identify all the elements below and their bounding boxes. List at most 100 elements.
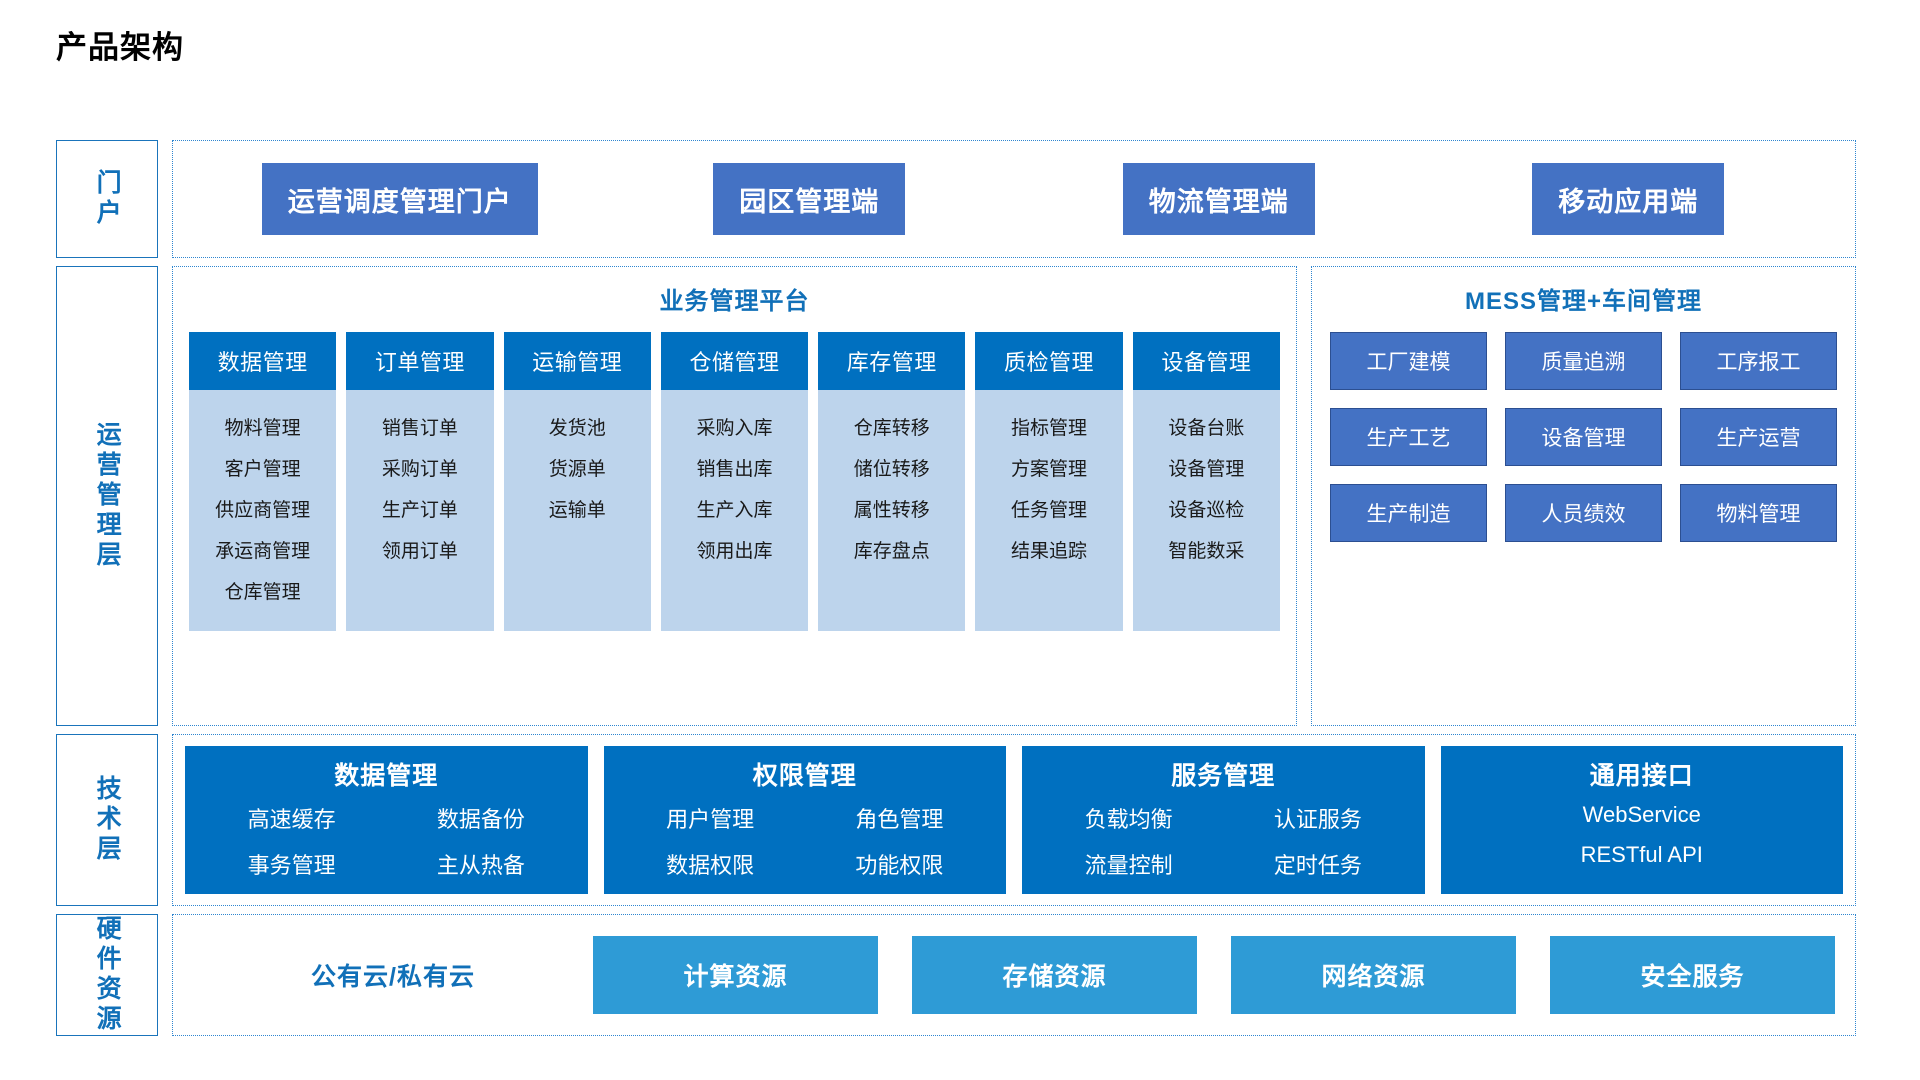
layer-label-portal-text: 门户 — [93, 169, 122, 229]
biz-column-head[interactable]: 运输管理 — [503, 332, 651, 390]
biz-item[interactable]: 运输单 — [548, 500, 606, 521]
biz-column-head[interactable]: 订单管理 — [346, 332, 494, 390]
tech-box-title: 通用接口 — [1589, 762, 1694, 790]
biz-item[interactable]: 供应商管理 — [215, 500, 311, 521]
mess-tile-personnel-performance[interactable]: 人员绩效 — [1505, 484, 1662, 542]
biz-item[interactable]: 客户管理 — [224, 459, 301, 480]
mess-tile-material-management[interactable]: 物料管理 — [1680, 484, 1837, 542]
biz-column-head[interactable]: 库存管理 — [818, 332, 966, 390]
biz-item[interactable]: 销售出库 — [696, 459, 773, 480]
biz-item[interactable]: 储位转移 — [853, 459, 930, 480]
tech-item[interactable]: WebService — [1582, 802, 1701, 827]
hardware-tile-network[interactable]: 网络资源 — [1231, 936, 1516, 1014]
biz-item[interactable]: 生产订单 — [381, 500, 458, 521]
tech-item[interactable]: 流量控制 — [1084, 853, 1173, 878]
biz-item[interactable]: 采购入库 — [696, 418, 773, 439]
tech-item[interactable]: 功能权限 — [855, 853, 944, 878]
biz-item[interactable]: 货源单 — [548, 459, 606, 480]
tech-box-common-interface[interactable]: 通用接口 WebService RESTful API — [1440, 746, 1843, 894]
portal-item-park[interactable]: 园区管理端 — [713, 163, 906, 235]
tech-box-service-management[interactable]: 服务管理 负载均衡 认证服务 流量控制 定时任务 — [1022, 746, 1425, 894]
biz-item[interactable]: 生产入库 — [696, 500, 773, 521]
tech-box-permission-management[interactable]: 权限管理 用户管理 角色管理 数据权限 功能权限 — [603, 746, 1006, 894]
biz-item[interactable]: 发货池 — [548, 418, 606, 439]
page-title: 产品架构 — [56, 30, 184, 65]
mess-tile-production-process[interactable]: 生产工艺 — [1330, 408, 1487, 466]
biz-column-head[interactable]: 设备管理 — [1132, 332, 1280, 390]
biz-column-head[interactable]: 数据管理 — [189, 332, 337, 390]
biz-item[interactable]: 领用出库 — [696, 541, 773, 562]
mess-tile-production-operations[interactable]: 生产运营 — [1680, 408, 1837, 466]
layer-label-operations: 运营管理层 — [56, 266, 158, 726]
portal-slot: 物流管理端 — [1014, 163, 1424, 235]
biz-item[interactable]: 领用订单 — [381, 541, 458, 562]
tech-box-data-management[interactable]: 数据管理 高速缓存 数据备份 事务管理 主从热备 — [185, 746, 588, 894]
biz-item[interactable]: 属性转移 — [853, 500, 930, 521]
biz-item[interactable]: 设备管理 — [1168, 459, 1245, 480]
tech-item[interactable]: 主从热备 — [436, 853, 525, 878]
mess-tile-factory-modeling[interactable]: 工厂建模 — [1330, 332, 1487, 390]
tech-item[interactable]: 负载均衡 — [1084, 807, 1173, 832]
biz-item[interactable]: 设备台账 — [1168, 418, 1245, 439]
biz-column-quality: 质检管理 指标管理 方案管理 任务管理 结果追踪 — [975, 332, 1123, 631]
portal-item-logistics[interactable]: 物流管理端 — [1122, 163, 1315, 235]
portal-container: 运营调度管理门户 园区管理端 物流管理端 移动应用端 — [172, 140, 1856, 258]
layer-hardware: 硬件资源 公有云/私有云 计算资源 存储资源 网络资源 安全服务 — [56, 914, 1856, 1036]
biz-column-body: 设备台账 设备管理 设备巡检 智能数采 — [1132, 390, 1280, 631]
biz-item[interactable]: 采购订单 — [381, 459, 458, 480]
tech-item[interactable]: 定时任务 — [1273, 853, 1362, 878]
biz-item[interactable]: 方案管理 — [1011, 459, 1088, 480]
biz-item[interactable]: 库存盘点 — [853, 541, 930, 562]
tech-box-items: 用户管理 角色管理 数据权限 功能权限 — [616, 798, 995, 884]
portal-slot: 移动应用端 — [1424, 163, 1834, 235]
biz-item[interactable]: 结果追踪 — [1011, 541, 1088, 562]
tech-item[interactable]: 角色管理 — [855, 807, 944, 832]
mess-tile-process-reporting[interactable]: 工序报工 — [1680, 332, 1837, 390]
hardware-container: 公有云/私有云 计算资源 存储资源 网络资源 安全服务 — [172, 914, 1856, 1036]
biz-item[interactable]: 物料管理 — [224, 418, 301, 439]
biz-column-head[interactable]: 仓储管理 — [660, 332, 809, 390]
mess-tile-manufacturing[interactable]: 生产制造 — [1330, 484, 1487, 542]
biz-column-body: 指标管理 方案管理 任务管理 结果追踪 — [975, 390, 1123, 631]
biz-item[interactable]: 任务管理 — [1011, 500, 1088, 521]
layer-operations: 运营管理层 业务管理平台 数据管理 物料管理 客户管理 供应商管理 承运商管 — [56, 266, 1856, 726]
biz-column-warehouse: 仓储管理 采购入库 销售出库 生产入库 领用出库 — [660, 332, 809, 631]
hardware-tile-compute[interactable]: 计算资源 — [593, 936, 878, 1014]
business-platform-panel: 业务管理平台 数据管理 物料管理 客户管理 供应商管理 承运商管理 仓库管理 — [172, 266, 1297, 726]
biz-item[interactable]: 仓库管理 — [224, 582, 301, 603]
hardware-tile-security[interactable]: 安全服务 — [1550, 936, 1835, 1014]
tech-item[interactable]: 高速缓存 — [247, 807, 336, 832]
biz-item[interactable]: 智能数采 — [1168, 541, 1245, 562]
biz-column-body: 采购入库 销售出库 生产入库 领用出库 — [660, 390, 809, 631]
layer-label-technology: 技术层 — [56, 734, 158, 906]
biz-column-data: 数据管理 物料管理 客户管理 供应商管理 承运商管理 仓库管理 — [189, 332, 337, 631]
layer-label-hardware: 硬件资源 — [56, 914, 158, 1036]
tech-item[interactable]: RESTful API — [1580, 842, 1703, 867]
architecture-diagram: 门户 运营调度管理门户 园区管理端 物流管理端 移动应用端 运营管理层 — [56, 140, 1856, 1044]
biz-item[interactable]: 承运商管理 — [215, 541, 311, 562]
biz-item[interactable]: 指标管理 — [1011, 418, 1088, 439]
mess-tile-quality-trace[interactable]: 质量追溯 — [1505, 332, 1662, 390]
hardware-tile-storage[interactable]: 存储资源 — [912, 936, 1197, 1014]
portal-item-operations[interactable]: 运营调度管理门户 — [261, 163, 538, 235]
biz-column-order: 订单管理 销售订单 采购订单 生产订单 领用订单 — [346, 332, 494, 631]
layer-portal: 门户 运营调度管理门户 园区管理端 物流管理端 移动应用端 — [56, 140, 1856, 258]
portal-item-mobile[interactable]: 移动应用端 — [1532, 163, 1725, 235]
tech-item[interactable]: 数据权限 — [666, 853, 755, 878]
biz-item[interactable]: 设备巡检 — [1168, 500, 1245, 521]
tech-item[interactable]: 数据备份 — [436, 807, 525, 832]
biz-column-equipment: 设备管理 设备台账 设备管理 设备巡检 智能数采 — [1132, 332, 1280, 631]
business-platform-title: 业务管理平台 — [659, 288, 810, 315]
tech-item[interactable]: 用户管理 — [666, 807, 755, 832]
portal-slot: 园区管理端 — [605, 163, 1015, 235]
tech-item[interactable]: 事务管理 — [247, 853, 336, 878]
tech-item[interactable]: 认证服务 — [1273, 807, 1362, 832]
biz-column-head[interactable]: 质检管理 — [975, 332, 1123, 390]
biz-item[interactable]: 仓库转移 — [853, 418, 930, 439]
layer-label-portal: 门户 — [56, 140, 158, 258]
mess-tile-equipment-management[interactable]: 设备管理 — [1505, 408, 1662, 466]
biz-column-body: 发货池 货源单 运输单 — [503, 390, 651, 631]
biz-item[interactable]: 销售订单 — [381, 418, 458, 439]
tech-box-items: WebService RESTful API — [1453, 798, 1832, 872]
biz-column-body: 仓库转移 储位转移 属性转移 库存盘点 — [818, 390, 966, 631]
